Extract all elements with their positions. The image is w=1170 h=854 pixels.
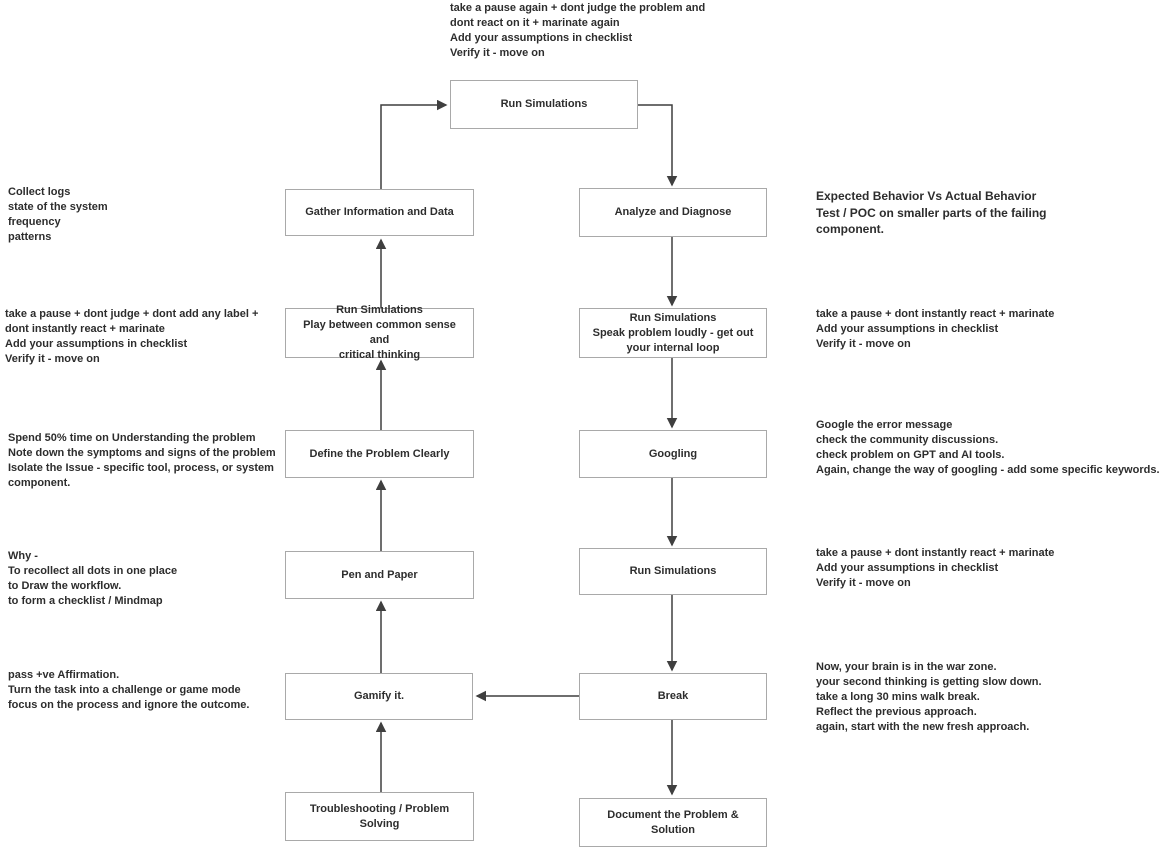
note-pause-react-1: take a pause + dont instantly react + ma… [816,308,1055,350]
note-affirmation: pass +ve Affirmation. Turn the task into… [8,669,250,711]
note-war-zone: Now, your brain is in the war zone. your… [816,661,1042,733]
note-pause-judge: take a pause + dont judge + dont add any… [5,308,259,365]
flow-node-break: Break [579,673,767,720]
flow-node-analyze-diagnose: Analyze and Diagnose [579,188,767,237]
flow-node-run-simulations-speak: Run Simulations Speak problem loudly - g… [579,308,767,358]
flow-node-googling: Googling [579,430,767,478]
flow-node-define-problem: Define the Problem Clearly [285,430,474,478]
flow-node-run-simulations-mid: Run Simulations [579,548,767,595]
flow-node-troubleshooting: Troubleshooting / Problem Solving [285,792,474,841]
flow-node-run-simulations-top: Run Simulations [450,80,638,129]
arrow-run-simulations-top-to-analyze [638,104,678,187]
note-google-error: Google the error message check the commu… [816,419,1160,476]
note-why: Why - To recollect all dots in one place… [8,550,178,607]
note-pause-react-2: take a pause + dont instantly react + ma… [816,547,1055,589]
flow-node-document-solution: Document the Problem & Solution [579,798,767,847]
flow-node-pen-and-paper: Pen and Paper [285,551,474,599]
note-collect-logs: Collect logs state of the system frequen… [8,186,108,243]
note-expected-behavior: Expected Behavior Vs Actual Behavior Tes… [816,189,1047,236]
flow-node-gather-information: Gather Information and Data [285,189,474,236]
arrow-gather-to-run-simulations-top [380,99,448,189]
flow-node-gamify: Gamify it. [285,673,473,720]
note-top-pause-again: take a pause again + dont judge the prob… [450,2,706,59]
note-spend-time: Spend 50% time on Understanding the prob… [8,432,276,489]
flow-node-run-simulations-play: Run Simulations Play between common sens… [285,304,474,361]
